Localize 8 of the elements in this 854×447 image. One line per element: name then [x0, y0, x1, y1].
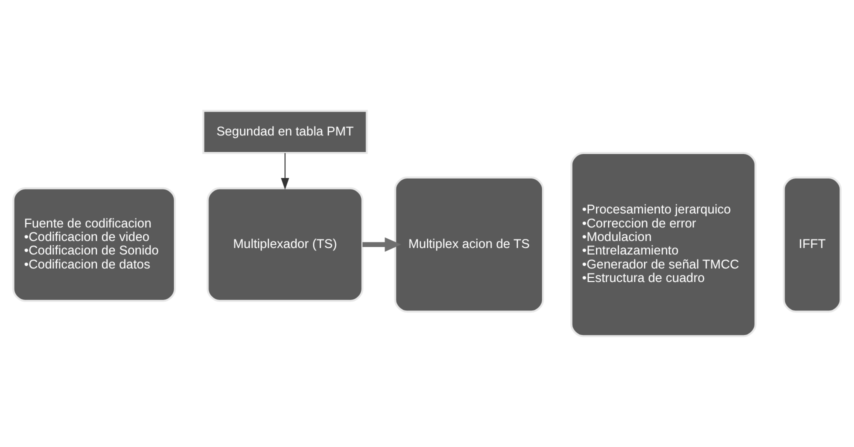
node-box: Segundad en tabla PMT: [202, 110, 368, 154]
arrow: [280, 152, 290, 190]
node-box: Multiplexador (TS): [206, 187, 364, 302]
node-box: Multiplex acion de TS: [394, 176, 544, 313]
node-box: •Procesamiento jerarquico •Correccion de error •Modulacion •Entrelazamiento •Generador de señal TMCC •Estructura de cuadro: [570, 152, 756, 338]
node-box: IFFT: [782, 176, 842, 313]
arrow: [362, 237, 402, 252]
node-box: Fuente de codificacion •Codificacion de video •Codificacion de Sonido •Codificacion de datos: [12, 187, 176, 302]
